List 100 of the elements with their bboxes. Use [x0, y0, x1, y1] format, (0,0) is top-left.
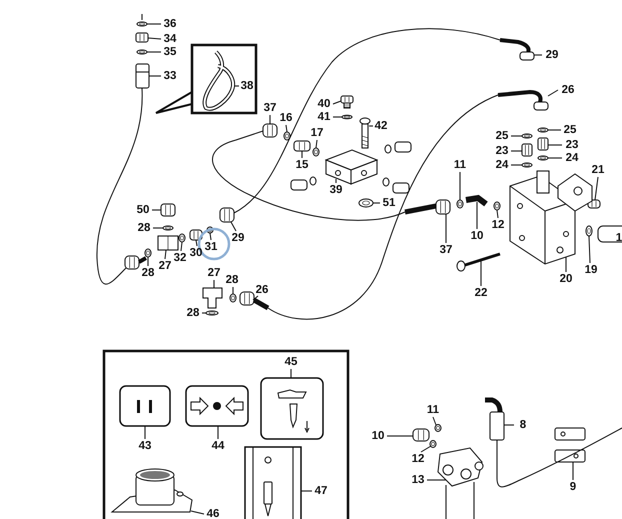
o-ring-drawing [434, 424, 442, 432]
hose [268, 94, 498, 320]
o-ring-drawing [162, 226, 174, 230]
leader-line [164, 250, 166, 260]
adapter-drawing [190, 230, 202, 240]
callout-number: 11 [426, 404, 440, 416]
leader-line [476, 202, 478, 230]
callout-number: 24 [496, 159, 508, 171]
elbow-fitting-drawing [466, 194, 488, 206]
callout-number: 29 [232, 232, 244, 244]
leader-line [548, 90, 558, 96]
leader-line [504, 424, 514, 426]
leader-line [286, 124, 288, 132]
callout-number: 37 [440, 244, 452, 256]
leader-line [432, 416, 436, 426]
callout-number: 19 [584, 264, 598, 276]
cable-tie-drawing [202, 50, 235, 111]
o-ring-drawing [284, 132, 290, 140]
leader-line [196, 240, 198, 246]
callout-number: 38 [240, 80, 254, 92]
cap-drawing [160, 204, 176, 216]
o-ring-drawing [136, 22, 148, 26]
callout-number: 21 [592, 164, 604, 176]
elbow-fitting-drawing [498, 90, 548, 110]
plug-drawing [340, 96, 354, 108]
leader-line [548, 144, 562, 146]
o-ring-drawing [230, 294, 236, 302]
o-ring-drawing [522, 134, 532, 138]
callout-number: 51 [382, 197, 396, 209]
callout-number: 42 [374, 120, 388, 132]
bolt-drawing [360, 118, 370, 148]
callout-number: 25 [564, 124, 576, 136]
callout-number: 23 [496, 145, 508, 157]
callout-number: 32 [174, 252, 186, 264]
distributor-block-drawing [437, 447, 484, 519]
adapter-drawing [522, 144, 532, 156]
leader-line [534, 54, 542, 56]
hose-fitting-drawing [404, 200, 450, 214]
elbow-fitting-drawing [412, 428, 430, 442]
callout-number: 20 [560, 273, 572, 285]
callout-number: 34 [164, 33, 176, 45]
callout-number: 36 [164, 18, 176, 30]
nut-drawing [136, 32, 148, 42]
callout-number: 17 [310, 127, 324, 139]
clamp-drawing [554, 428, 586, 462]
o-ring-drawing [312, 148, 320, 156]
leader-line [232, 286, 234, 294]
callout-number: 26 [256, 284, 268, 296]
callout-number: 41 [318, 111, 330, 123]
leader-line [190, 510, 204, 514]
callout-number: 10 [372, 430, 384, 442]
callout-number: 12 [412, 453, 424, 465]
leader-line [372, 202, 380, 204]
callout-number: 50 [136, 204, 150, 216]
callout-number: 28 [186, 307, 200, 319]
rail-strip-drawing [244, 446, 302, 519]
callout-number: 37 [264, 102, 276, 114]
callout-number: 30 [190, 247, 202, 259]
pedal-pen-icon [260, 377, 324, 440]
o-ring-drawing [342, 114, 352, 120]
callout-number: 43 [138, 440, 152, 452]
callout-number: 26 [562, 84, 574, 96]
callout-number: 16 [280, 112, 292, 124]
o-ring-drawing [206, 310, 218, 316]
callout-number: 27 [208, 267, 220, 279]
hose [96, 88, 142, 284]
leader-line [180, 242, 182, 252]
leader-line [588, 236, 590, 264]
callout-number: 29 [546, 49, 558, 61]
leader-line [496, 210, 498, 218]
callout-number: 25 [496, 130, 508, 142]
leader-line [420, 446, 432, 452]
callout-number: 13 [412, 474, 424, 486]
o-ring-drawing [430, 440, 436, 448]
callout-number: 35 [164, 46, 176, 58]
o-ring-drawing [144, 248, 152, 258]
manifold-block-drawing [324, 149, 378, 185]
hose [234, 28, 500, 214]
valve-block-drawing [510, 170, 592, 265]
leader-line [202, 312, 206, 314]
callout-number: 8 [520, 419, 526, 431]
o-ring-drawing [538, 156, 548, 160]
leader-line [572, 462, 574, 480]
adapter-drawing [294, 140, 310, 152]
elbow-fitting-drawing [500, 38, 534, 60]
callout-number: 33 [164, 70, 176, 82]
long-bolt-drawing [456, 252, 500, 272]
callout-number: 47 [314, 485, 328, 497]
callout-number: 22 [474, 287, 488, 299]
callout-number: 27 [158, 260, 172, 272]
callout-number: 28 [138, 222, 150, 234]
tee-fitting-drawing [202, 288, 222, 308]
o-ring-drawing [586, 226, 592, 236]
tee-fitting-drawing [158, 236, 178, 250]
callout-number: 44 [212, 440, 224, 452]
callout-number: 28 [226, 274, 238, 286]
o-ring-drawing [456, 200, 464, 208]
hose-fitting-drawing [220, 208, 234, 222]
foot-switch-drawing [110, 468, 193, 512]
callout-number: 15 [296, 159, 308, 171]
